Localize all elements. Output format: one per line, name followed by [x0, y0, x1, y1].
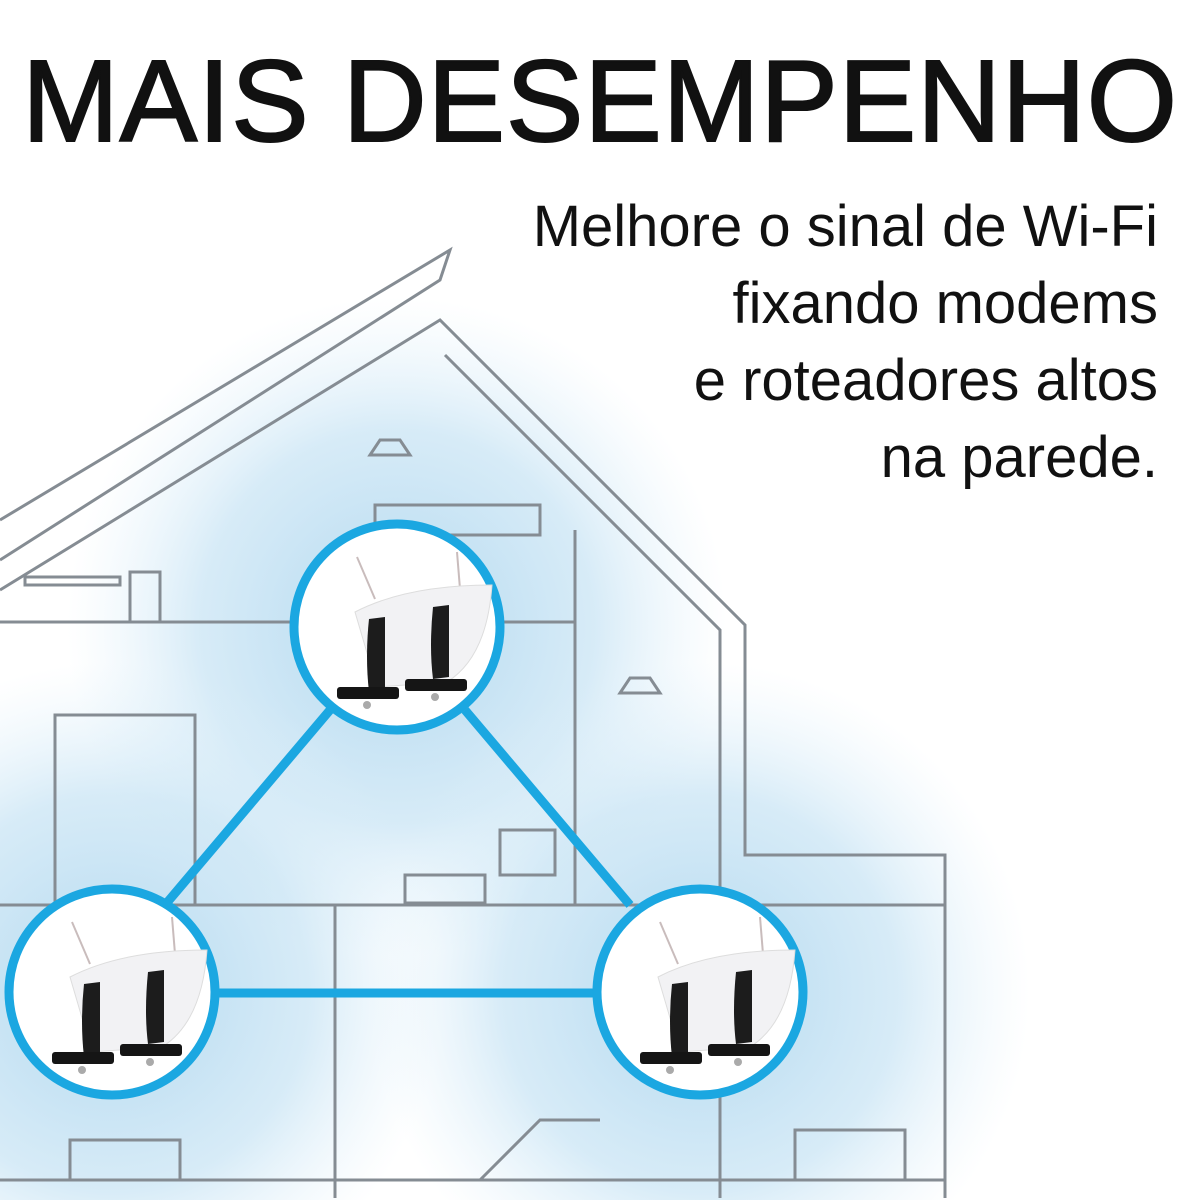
router-node [592, 884, 808, 1100]
router-mount-icon [640, 916, 796, 1074]
router-mount-icon [337, 551, 493, 709]
subtitle-line: fixando modems [732, 271, 1158, 336]
subtitle-line: na parede. [880, 425, 1158, 490]
router-node [289, 519, 505, 735]
subtitle-line: Melhore o sinal de Wi-Fi [532, 194, 1158, 259]
subtitle: Melhore o sinal de Wi-Fi fixando modems … [533, 188, 1158, 496]
router-mount-icon [52, 916, 208, 1074]
subtitle-line: e roteadores altos [693, 348, 1158, 413]
mesh-link-lines [161, 707, 634, 998]
wifi-coverage-glow [0, 297, 1030, 1200]
headline: MAIS DESEMPENHO [21, 36, 1178, 166]
router-node [4, 884, 220, 1100]
